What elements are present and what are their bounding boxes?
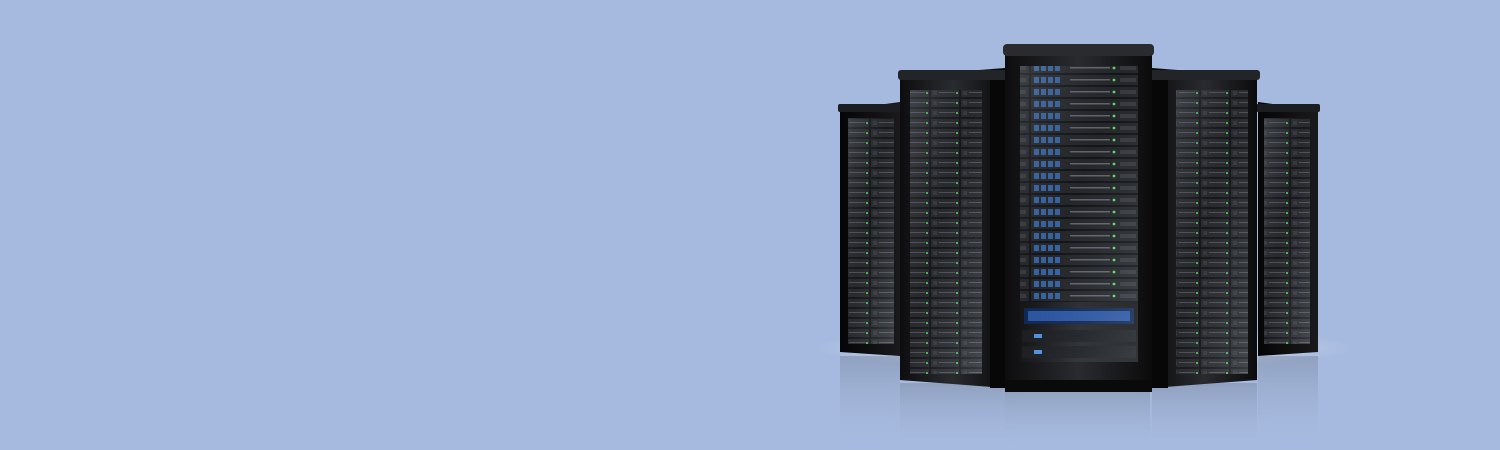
rack-center — [1003, 44, 1154, 392]
rack-left — [898, 68, 1008, 388]
rack-right — [1150, 68, 1260, 388]
rack-far-left — [838, 102, 902, 356]
rack-far-right — [1256, 102, 1320, 356]
rack-reflection — [840, 356, 1318, 450]
server-racks-illustration — [810, 38, 1350, 450]
